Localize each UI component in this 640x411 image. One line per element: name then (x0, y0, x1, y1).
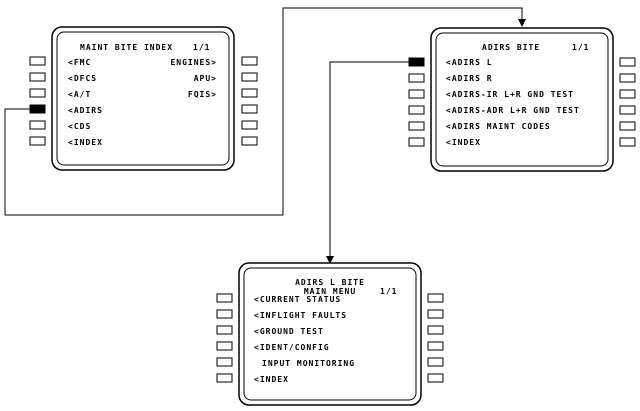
connector-adirs-l-to-main-menu (329, 61, 410, 257)
adirs-l-bite-left-line-keys (216, 293, 233, 383)
cdu-display (56, 31, 230, 166)
maint-bite-left-line-keys (29, 56, 46, 146)
page-number: 1/1 (193, 43, 210, 52)
line-select-key-2l[interactable] (29, 72, 46, 82)
adirs-l-bite-right-line-keys (427, 293, 444, 383)
menu-item-at[interactable]: <A/T (68, 90, 91, 99)
line-select-key-4l[interactable] (216, 341, 233, 351)
line-select-key-5l[interactable] (216, 357, 233, 367)
line-select-key-6r[interactable] (619, 137, 636, 147)
menu-item-adirs-r[interactable]: <ADIRS R (446, 74, 493, 83)
line-select-key-5r[interactable] (427, 357, 444, 367)
menu-item-engines[interactable]: ENGINES> (170, 58, 217, 67)
menu-item-index[interactable]: <INDEX (446, 138, 481, 147)
menu-item-ir-gnd-test[interactable]: <ADIRS-IR L+R GND TEST (446, 90, 574, 99)
line-select-key-3l[interactable] (29, 88, 46, 98)
menu-item-dfcs[interactable]: <DFCS (68, 74, 97, 83)
menu-item-ground-test[interactable]: <GROUND TEST (254, 327, 324, 336)
line-select-key-3r[interactable] (241, 88, 258, 98)
line-select-key-1r[interactable] (241, 56, 258, 66)
line-select-key-5r[interactable] (619, 121, 636, 131)
cdu-display (435, 32, 609, 167)
page-title: ADIRS BITE (482, 43, 540, 52)
page-subtitle: MAIN MENU (304, 287, 356, 296)
line-select-key-5l[interactable] (29, 120, 46, 130)
line-select-key-1r[interactable] (427, 293, 444, 303)
menu-item-cds[interactable]: <CDS (68, 122, 91, 131)
menu-item-fmc[interactable]: <FMC (68, 58, 91, 67)
line-select-key-3l[interactable] (408, 89, 425, 99)
adirs-bite-left-line-keys (408, 57, 425, 147)
line-select-key-2l[interactable] (408, 73, 425, 83)
line-select-key-6r[interactable] (241, 136, 258, 146)
line-select-key-6l[interactable] (408, 137, 425, 147)
line-select-key-1l-pressed[interactable] (408, 57, 425, 67)
line-select-key-4l[interactable] (408, 105, 425, 115)
line-select-key-4r[interactable] (241, 104, 258, 114)
line-select-key-1l[interactable] (29, 56, 46, 66)
adirs-l-bite-main-menu-cdu: ADIRS L BITE MAIN MENU 1/1 <CURRENT STAT… (238, 262, 422, 406)
cdu-bezel (51, 26, 235, 171)
line-select-key-2r[interactable] (619, 73, 636, 83)
line-select-key-3l[interactable] (216, 325, 233, 335)
line-select-key-1r[interactable] (619, 57, 636, 67)
page-title: ADIRS L BITE (295, 278, 365, 287)
line-select-key-5l[interactable] (408, 121, 425, 131)
menu-item-input-monitoring[interactable]: INPUT MONITORING (262, 359, 355, 368)
menu-item-adr-gnd-test[interactable]: <ADIRS-ADR L+R GND TEST (446, 106, 580, 115)
line-select-key-2l[interactable] (216, 309, 233, 319)
maint-bite-index-cdu: MAINT BITE INDEX 1/1 <FMC <DFCS <A/T <AD… (51, 26, 235, 171)
arrow-down-icon (326, 256, 334, 264)
menu-item-current-status[interactable]: <CURRENT STATUS (254, 295, 341, 304)
cdu-display (243, 267, 417, 401)
arrow-down-icon (518, 19, 526, 27)
menu-item-maint-codes[interactable]: <ADIRS MAINT CODES (446, 122, 551, 131)
line-select-key-5r[interactable] (241, 120, 258, 130)
cdu-bezel (430, 27, 614, 172)
maint-bite-right-line-keys (241, 56, 258, 146)
page-title: MAINT BITE INDEX (80, 43, 173, 52)
line-select-key-3r[interactable] (427, 325, 444, 335)
connector-adirs-to-adirs-bite (4, 7, 523, 216)
menu-item-adirs[interactable]: <ADIRS (68, 106, 103, 115)
menu-item-index[interactable]: <INDEX (254, 375, 289, 384)
adirs-bite-right-line-keys (619, 57, 636, 147)
line-select-key-6l[interactable] (216, 373, 233, 383)
page-number: 1/1 (380, 287, 397, 296)
menu-item-apu[interactable]: APU> (194, 74, 217, 83)
page-number: 1/1 (572, 43, 589, 52)
menu-item-ident-config[interactable]: <IDENT/CONFIG (254, 343, 330, 352)
line-select-key-4r[interactable] (619, 105, 636, 115)
line-select-key-6r[interactable] (427, 373, 444, 383)
line-select-key-6l[interactable] (29, 136, 46, 146)
line-select-key-2r[interactable] (427, 309, 444, 319)
line-select-key-4l-pressed[interactable] (29, 104, 46, 114)
line-select-key-1l[interactable] (216, 293, 233, 303)
adirs-bite-cdu: ADIRS BITE 1/1 <ADIRS L <ADIRS R <ADIRS-… (430, 27, 614, 172)
menu-item-inflight-faults[interactable]: <INFLIGHT FAULTS (254, 311, 347, 320)
cdu-bezel (238, 262, 422, 406)
line-select-key-4r[interactable] (427, 341, 444, 351)
menu-item-adirs-l[interactable]: <ADIRS L (446, 58, 493, 67)
line-select-key-3r[interactable] (619, 89, 636, 99)
menu-item-fqis[interactable]: FQIS> (188, 90, 217, 99)
line-select-key-2r[interactable] (241, 72, 258, 82)
menu-item-index[interactable]: <INDEX (68, 138, 103, 147)
